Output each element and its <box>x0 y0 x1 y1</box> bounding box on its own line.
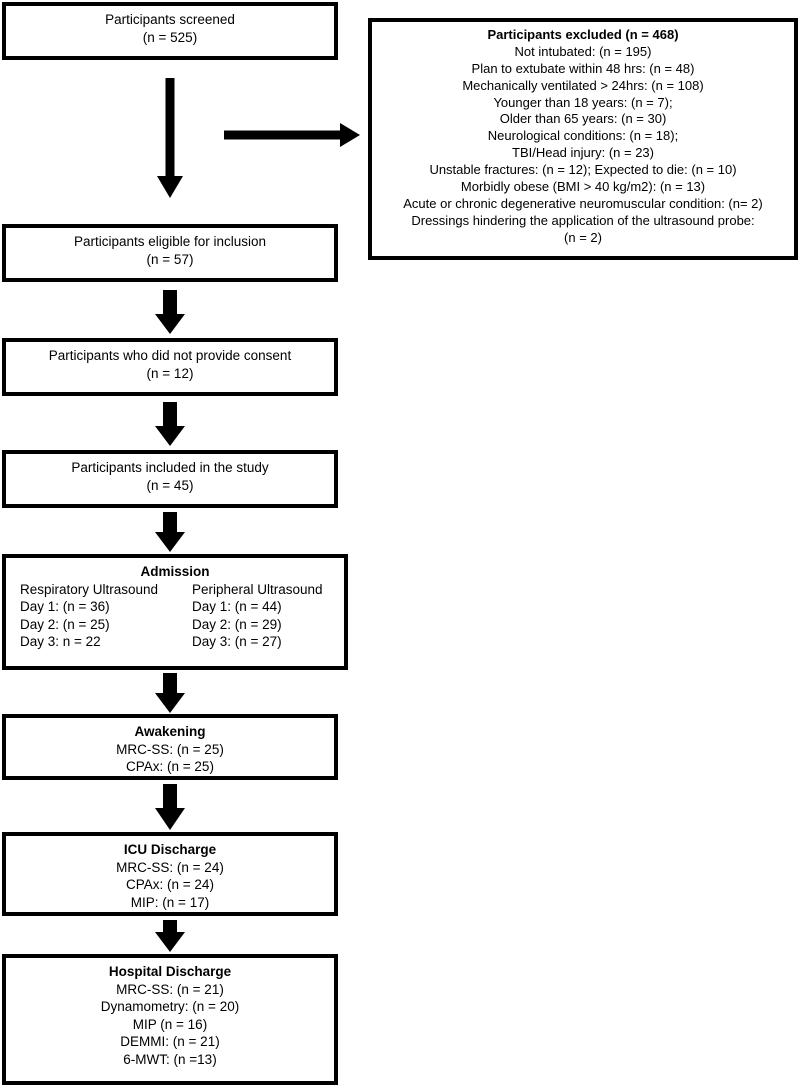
arrow-head-down-icon <box>155 314 185 334</box>
exclusion-reason: Unstable fractures: (n = 12); Expected t… <box>429 162 737 178</box>
box-title: Participants excluded (n = 468) <box>487 27 679 42</box>
box-participants-eligible: Participants eligible for inclusion (n =… <box>2 224 338 282</box>
column-heading: Peripheral Ultrasound <box>192 581 323 597</box>
arrow-shaft <box>163 784 177 810</box>
exclusion-reason: Neurological conditions: (n = 18); <box>487 128 679 144</box>
column-heading: Respiratory Ultrasound <box>20 581 159 597</box>
exclusion-reason: Younger than 18 years: (n = 7); <box>493 94 673 110</box>
arrow-screened-to-eligible <box>140 78 200 198</box>
box-title: Hospital Discharge <box>108 964 232 979</box>
arrow-shaft <box>163 512 177 534</box>
arrow-no-consent-to-included <box>140 402 200 446</box>
arrow-included-to-admission <box>140 512 200 552</box>
box-title: Participants who did not provide consent <box>48 348 292 363</box>
box-admission: Admission Respiratory Ultrasound Day 1: … <box>2 554 348 670</box>
admission-row: Day 1: (n = 36) <box>20 599 110 615</box>
arrow-head-down-icon <box>155 426 185 446</box>
box-count: (n = 525) <box>142 29 198 45</box>
measure-row: MRC-SS: (n = 24) <box>116 859 224 875</box>
arrow-head-down-icon <box>157 176 183 198</box>
box-awakening: Awakening MRC-SS: (n = 25) CPAx: (n = 25… <box>2 714 338 780</box>
box-participants-screened: Participants screened (n = 525) <box>2 2 338 60</box>
box-participants-excluded: Participants excluded (n = 468) Not intu… <box>368 18 798 260</box>
box-title: Admission <box>140 564 210 579</box>
box-count: (n = 12) <box>146 365 194 381</box>
arrow-shaft <box>224 130 342 140</box>
box-title: Participants eligible for inclusion <box>73 234 267 249</box>
measure-row: MRC-SS: (n = 25) <box>116 741 224 757</box>
arrow-screened-to-excluded <box>224 123 360 147</box>
arrow-icu-to-hospital-discharge <box>140 920 200 952</box>
box-hospital-discharge: Hospital Discharge MRC-SS: (n = 21) Dyna… <box>2 954 338 1085</box>
measure-row: CPAx: (n = 25) <box>126 759 214 775</box>
exclusion-reason: TBI/Head injury: (n = 23) <box>512 145 654 161</box>
admission-row: Day 3: n = 22 <box>20 634 101 650</box>
arrow-shaft <box>163 290 177 316</box>
measure-row: MRC-SS: (n = 21) <box>116 981 224 997</box>
exclusion-reason: Morbidly obese (BMI > 40 kg/m2): (n = 13… <box>460 179 706 195</box>
exclusion-reason: Dressings hindering the application of t… <box>411 212 755 228</box>
arrow-shaft <box>163 673 177 695</box>
box-count: (n = 57) <box>146 251 194 267</box>
box-title: Participants included in the study <box>71 460 269 475</box>
arrow-admission-to-awakening <box>140 673 200 713</box>
exclusion-reason: Not intubated: (n = 195) <box>514 43 652 59</box>
admission-row: Day 1: (n = 44) <box>192 599 282 615</box>
arrow-awakening-to-icu-discharge <box>140 784 200 830</box>
arrow-head-down-icon <box>155 532 185 552</box>
admission-row: Day 2: (n = 29) <box>192 616 282 632</box>
exclusion-reason: Mechanically ventilated > 24hrs: (n = 10… <box>462 77 704 93</box>
exclusion-reason: Older than 65 years: (n = 30) <box>499 111 667 127</box>
admission-columns: Respiratory Ultrasound Day 1: (n = 36) D… <box>12 581 338 651</box>
arrow-shaft <box>165 78 175 178</box>
measure-row: 6-MWT: (n =13) <box>123 1051 217 1067</box>
measure-row: DEMMI: (n = 21) <box>120 1034 220 1050</box>
arrow-head-down-icon <box>155 932 185 952</box>
box-count: (n = 45) <box>146 477 194 493</box>
box-participants-no-consent: Participants who did not provide consent… <box>2 338 338 396</box>
box-title: Awakening <box>134 724 206 739</box>
admission-column-respiratory: Respiratory Ultrasound Day 1: (n = 36) D… <box>20 581 192 651</box>
arrow-head-down-icon <box>155 808 185 830</box>
box-icu-discharge: ICU Discharge MRC-SS: (n = 24) CPAx: (n … <box>2 832 338 916</box>
arrow-eligible-to-no-consent <box>140 290 200 334</box>
box-title: Participants screened <box>105 12 235 27</box>
admission-row: Day 3: (n = 27) <box>192 634 282 650</box>
measure-row: MIP: (n = 17) <box>130 894 210 910</box>
measure-row: MIP (n = 16) <box>132 1016 208 1032</box>
arrow-shaft <box>163 402 177 428</box>
measure-row: Dynamometry: (n = 20) <box>100 999 240 1015</box>
measure-row: CPAx: (n = 24) <box>126 877 214 893</box>
exclusion-reason: Plan to extubate within 48 hrs: (n = 48) <box>471 60 695 76</box>
exclusion-reason: Acute or chronic degenerative neuromuscu… <box>403 195 763 211</box>
exclusion-reason: (n = 2) <box>564 229 602 245</box>
arrow-shaft <box>163 920 177 934</box>
box-title: ICU Discharge <box>123 842 217 857</box>
arrow-head-down-icon <box>155 693 185 713</box>
arrow-head-right-icon <box>340 123 360 147</box>
box-participants-included: Participants included in the study (n = … <box>2 450 338 508</box>
admission-row: Day 2: (n = 25) <box>20 616 110 632</box>
admission-column-peripheral: Peripheral Ultrasound Day 1: (n = 44) Da… <box>192 581 352 651</box>
